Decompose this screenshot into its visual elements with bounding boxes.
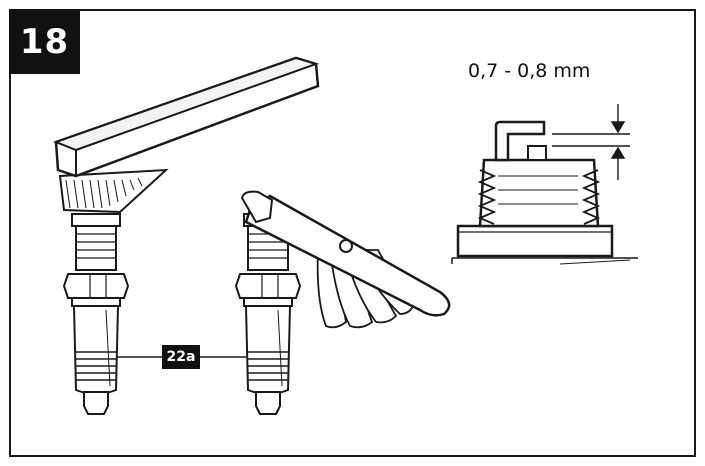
electrode-gap-detail bbox=[451, 120, 638, 265]
wire-brush-icon bbox=[53, 56, 320, 214]
gap-spec-label: 0,7 - 0,8 mm bbox=[468, 60, 591, 82]
spark-plug-icon bbox=[63, 213, 129, 415]
gap-arrow-icon bbox=[552, 104, 630, 180]
part-reference-badge: 22a bbox=[162, 345, 200, 369]
step-number-badge: 18 bbox=[9, 9, 80, 74]
feeler-gauge-icon bbox=[240, 190, 451, 329]
